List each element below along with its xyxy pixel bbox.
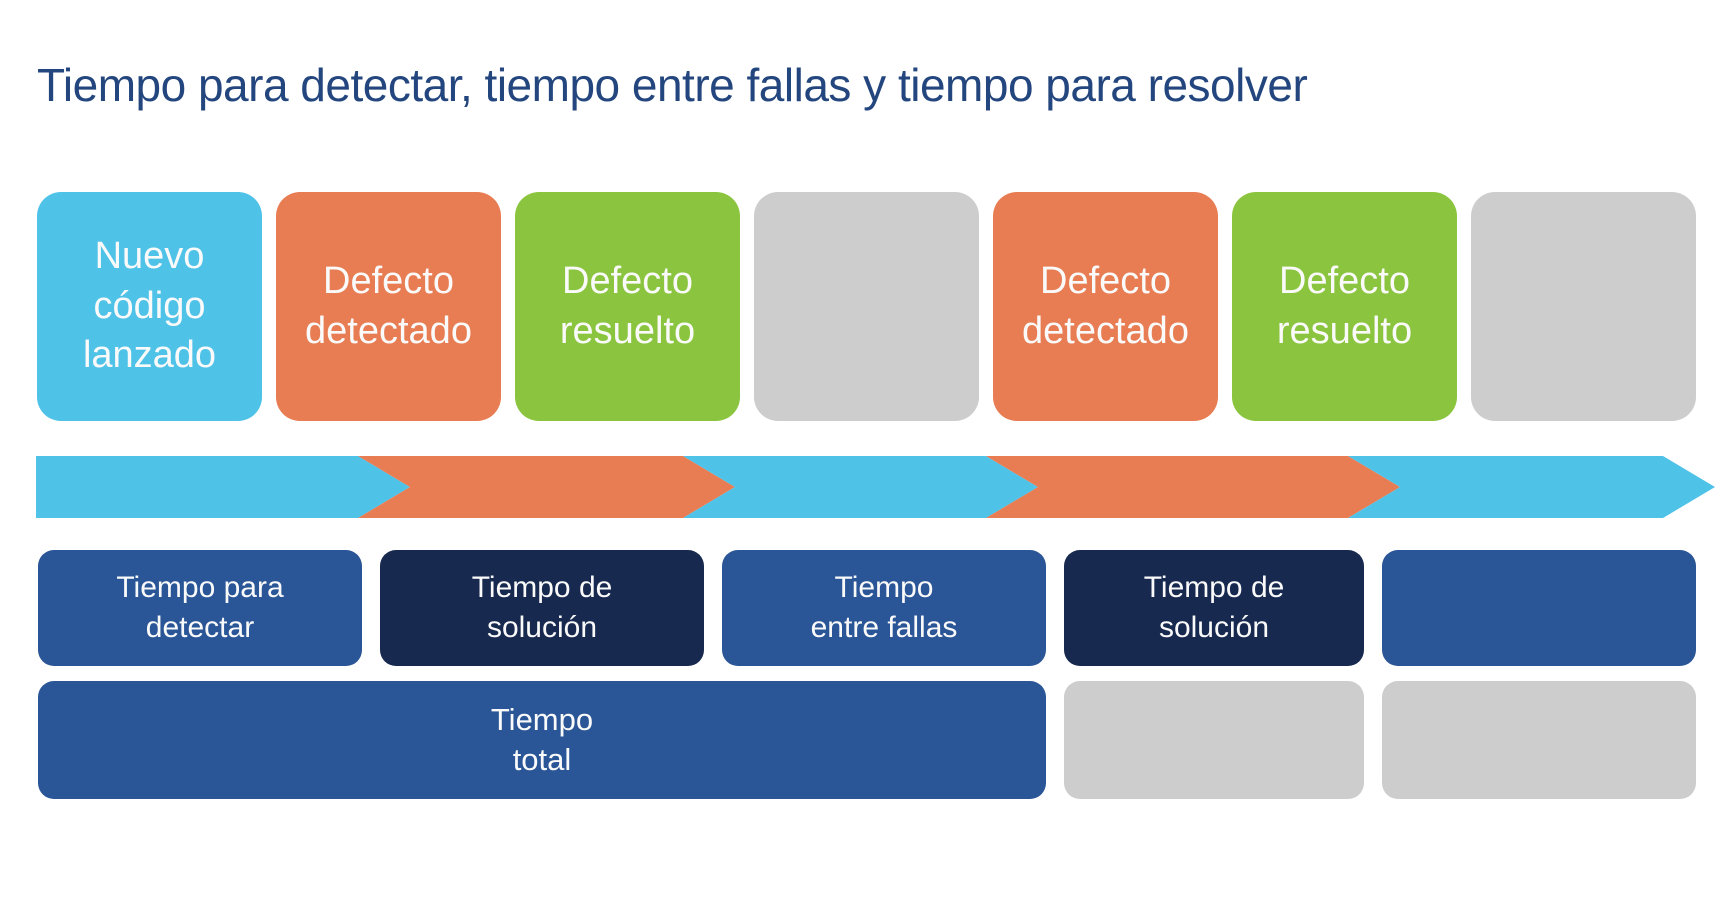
arrow-segment-sky-blue [36, 456, 410, 518]
event-box-defecto-detectado: Defecto detectado [993, 192, 1218, 421]
event-box-empty [1471, 192, 1696, 421]
interval-box-tiempo-para-detectar: Tiempo para detectar [38, 550, 362, 666]
interval-box-tiempo-de-solucion: Tiempo de solución [380, 550, 704, 666]
event-box-empty [754, 192, 979, 421]
timeline-arrow [36, 456, 1715, 518]
event-box-defecto-detectado: Defecto detectado [276, 192, 501, 421]
total-box-tiempo-total: Tiempo total [38, 681, 1046, 799]
interval-box-tiempo-de-solucion: Tiempo de solución [1064, 550, 1364, 666]
event-box-nuevo-codigo: Nuevo código lanzado [37, 192, 262, 421]
event-box-defecto-resuelto: Defecto resuelto [1232, 192, 1457, 421]
total-box-empty [1064, 681, 1364, 799]
interval-box-empty [1382, 550, 1696, 666]
event-box-label: Nuevo código lanzado [82, 235, 217, 377]
arrow-segment-orange [986, 456, 1400, 518]
interval-box-tiempo-entre-fallas: Tiempo entre fallas [722, 550, 1046, 666]
arrow-segment-orange [358, 456, 735, 518]
interval-box-label: Tiempo de solución [471, 571, 613, 644]
total-box-empty [1382, 681, 1696, 799]
event-box-label: Defecto detectado [1022, 260, 1189, 352]
arrow-segment-sky-blue [683, 456, 1038, 518]
event-box-label: Defecto detectado [305, 260, 472, 352]
interval-box-label: Tiempo entre fallas [810, 571, 958, 644]
total-box-label: Tiempo total [490, 701, 594, 777]
interval-box-label: Tiempo para detectar [116, 571, 284, 644]
page-title: Tiempo para detectar, tiempo entre falla… [37, 59, 1308, 111]
interval-box-label: Tiempo de solución [1143, 571, 1285, 644]
event-box-label: Defecto resuelto [559, 260, 696, 352]
event-box-defecto-resuelto: Defecto resuelto [515, 192, 740, 421]
event-box-label: Defecto resuelto [1276, 260, 1413, 352]
arrow-segment-sky-blue [1348, 456, 1715, 518]
